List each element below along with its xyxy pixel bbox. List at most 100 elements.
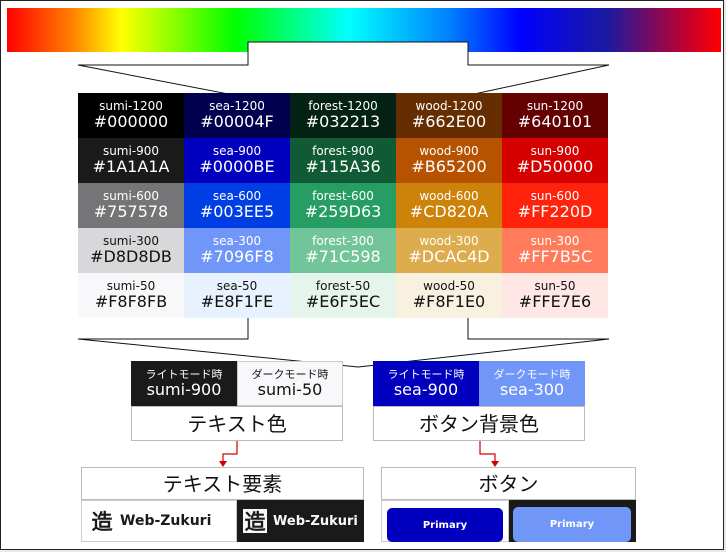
swatch-cell: sumi-50#F8F8FB bbox=[78, 273, 184, 318]
swatch-name: forest-300 bbox=[312, 234, 374, 249]
swatch-hex: #E8F1FE bbox=[200, 292, 274, 312]
swatch-cell: sea-600#003EE5 bbox=[184, 183, 290, 228]
swatch-name: wood-50 bbox=[423, 279, 475, 294]
swatch-hex: #640101 bbox=[517, 112, 593, 132]
swatch-hex: #662E00 bbox=[411, 112, 487, 132]
swatch-name: wood-600 bbox=[419, 189, 479, 204]
swatch-cell: sumi-300#D8D8DB bbox=[78, 228, 184, 273]
swatch-name: sumi-50 bbox=[106, 279, 156, 294]
swatch-hex: #F8F8FB bbox=[94, 292, 168, 312]
logo-kanji-icon: 造 bbox=[243, 509, 267, 534]
swatch-name: sun-900 bbox=[530, 144, 580, 159]
swatch-cell: sea-300#7096F8 bbox=[184, 228, 290, 273]
swatch-hex: #FF7B5C bbox=[517, 247, 593, 267]
swatch-cell: sea-50#E8F1FE bbox=[184, 273, 290, 318]
swatch-hex: #757578 bbox=[93, 202, 169, 222]
button-label: Primary bbox=[549, 519, 595, 530]
logo-kanji-icon: 造 bbox=[91, 510, 113, 534]
palette-down-arrow bbox=[77, 312, 610, 368]
swatch-hex: #1A1A1A bbox=[92, 157, 170, 177]
swatch-hex: #71C598 bbox=[305, 247, 381, 267]
swatch-name: forest-900 bbox=[312, 144, 374, 159]
button-element-title: ボタン bbox=[381, 467, 636, 500]
primary-button-dark[interactable]: Primary bbox=[513, 507, 631, 542]
caption-text: テキスト色 bbox=[187, 411, 287, 436]
swatch-name: sumi-300 bbox=[102, 234, 160, 249]
swatch-cell: wood-50#F8F1E0 bbox=[396, 273, 502, 318]
swatch-cell: wood-300#DCAC4D bbox=[396, 228, 502, 273]
swatch-cell: forest-300#71C598 bbox=[290, 228, 396, 273]
swatch-hex: #D50000 bbox=[516, 157, 594, 177]
swatch-hex: #032213 bbox=[305, 112, 381, 132]
swatch-name: sea-1200 bbox=[209, 99, 265, 114]
swatch-cell: sun-300#FF7B5C bbox=[502, 228, 608, 273]
swatch-hex: #0000BE bbox=[199, 157, 275, 177]
swatch-cell: forest-600#259D63 bbox=[290, 183, 396, 228]
swatch-name: wood-300 bbox=[419, 234, 479, 249]
mode-label: ライトモード時 bbox=[387, 367, 465, 381]
button-dark-token: ダークモード時 sea-300 bbox=[479, 361, 585, 406]
mode-label: ダークモード時 bbox=[493, 367, 571, 381]
token-label: sumi-50 bbox=[257, 379, 323, 399]
caption-text: ボタン背景色 bbox=[419, 411, 539, 436]
swatch-cell: forest-50#E6F5EC bbox=[290, 273, 396, 318]
swatch-name: sea-900 bbox=[212, 144, 262, 159]
swatch-hex: #B65200 bbox=[411, 157, 487, 177]
primary-button-light[interactable]: Primary bbox=[387, 508, 503, 542]
swatch-cell: sun-600#FF220D bbox=[502, 183, 608, 228]
swatch-cell: wood-1200#662E00 bbox=[396, 93, 502, 138]
swatch-name: sea-300 bbox=[212, 234, 262, 249]
button-red-arrow bbox=[479, 441, 496, 463]
swatch-name: sea-50 bbox=[216, 279, 258, 294]
swatch-name: sumi-600 bbox=[102, 189, 160, 204]
swatch-cell: wood-900#B65200 bbox=[396, 138, 502, 183]
swatch-name: sea-600 bbox=[212, 189, 262, 204]
brand-text: Web-Zukuri bbox=[120, 513, 212, 529]
swatch-name: sun-1200 bbox=[526, 99, 584, 114]
swatch-hex: #115A36 bbox=[305, 157, 381, 177]
swatch-hex: #00004F bbox=[200, 112, 274, 132]
panel-title: テキスト要素 bbox=[162, 471, 283, 496]
swatch-hex: #DCAC4D bbox=[408, 247, 490, 267]
text-dark-token: ダークモード時 sumi-50 bbox=[237, 361, 343, 406]
button-light-token: ライトモード時 sea-900 bbox=[373, 361, 479, 406]
swatch-name: sun-50 bbox=[534, 279, 576, 294]
swatch-hex: #7096F8 bbox=[200, 247, 274, 267]
swatch-name: sumi-900 bbox=[102, 144, 160, 159]
spectrum-down-arrow bbox=[77, 41, 610, 120]
swatch-cell: sumi-600#757578 bbox=[78, 183, 184, 228]
swatch-name: forest-50 bbox=[315, 279, 371, 294]
swatch-hex: #000000 bbox=[93, 112, 169, 132]
swatch-hex: #CD820A bbox=[409, 202, 489, 222]
swatch-name: sun-600 bbox=[530, 189, 580, 204]
swatch-hex: #FFE7E6 bbox=[518, 292, 592, 312]
swatch-cell: sun-900#D50000 bbox=[502, 138, 608, 183]
swatch-cell: sun-1200#640101 bbox=[502, 93, 608, 138]
swatch-hex: #FF220D bbox=[517, 202, 593, 222]
swatch-name: sun-300 bbox=[530, 234, 580, 249]
button-red-arrowhead bbox=[491, 461, 499, 467]
swatch-hex: #E6F5EC bbox=[305, 292, 381, 312]
token-label: sumi-900 bbox=[146, 379, 222, 399]
swatch-cell: sumi-1200#000000 bbox=[78, 93, 184, 138]
token-label: sea-900 bbox=[393, 379, 459, 399]
swatch-hex: #F8F1E0 bbox=[412, 292, 486, 312]
swatch-cell: forest-900#115A36 bbox=[290, 138, 396, 183]
text-element-title: テキスト要素 bbox=[81, 467, 364, 500]
text-sample-dark: 造 Web-Zukuri bbox=[237, 500, 364, 542]
swatch-cell: forest-1200#032213 bbox=[290, 93, 396, 138]
swatch-name: forest-600 bbox=[312, 189, 374, 204]
panel-title: ボタン bbox=[478, 471, 539, 496]
swatch-hex: #259D63 bbox=[304, 202, 382, 222]
text-color-caption: テキスト色 bbox=[131, 406, 343, 441]
text-red-arrowhead bbox=[219, 461, 227, 467]
swatch-name: forest-1200 bbox=[308, 99, 378, 114]
swatch-cell: sumi-900#1A1A1A bbox=[78, 138, 184, 183]
swatch-cell: sea-1200#00004F bbox=[184, 93, 290, 138]
mode-label: ライトモード時 bbox=[145, 367, 223, 381]
swatch-cell: wood-600#CD820A bbox=[396, 183, 502, 228]
mode-label: ダークモード時 bbox=[251, 367, 329, 381]
brand-text: Web-Zukuri bbox=[273, 513, 358, 529]
